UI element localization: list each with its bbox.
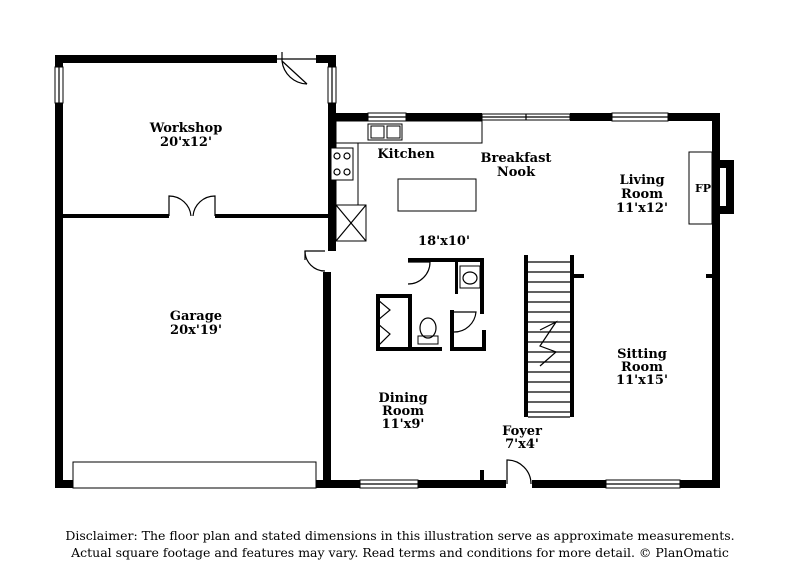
kitchen-fixtures xyxy=(330,120,483,242)
disclaimer-line-2: Actual square footage and features may v… xyxy=(71,545,729,560)
staircase xyxy=(528,261,570,418)
kitchen-island xyxy=(397,178,477,212)
interior-walls xyxy=(63,214,716,482)
windows xyxy=(54,66,681,489)
breakfast-nook-line1: Breakfast xyxy=(481,151,552,166)
sitting-room-line1: Sitting xyxy=(617,347,667,362)
garage-dims: 20x'19' xyxy=(170,323,222,338)
garage-name: Garage xyxy=(170,309,222,324)
dining-room-line2: Room xyxy=(382,404,424,419)
kitchen-area-dims: 18'x10' xyxy=(418,234,470,249)
living-room-line2: Room xyxy=(621,187,663,202)
garage-door xyxy=(72,461,317,489)
foyer-name: Foyer xyxy=(502,424,542,439)
sitting-room-dims: 11'x15' xyxy=(616,373,668,388)
room-labels: Workshop 20'x12' Garage 20x'19' Kitchen … xyxy=(149,121,711,452)
doors xyxy=(168,52,532,485)
workshop-dims: 20'x12' xyxy=(160,135,212,150)
foyer-dims: 7'x4' xyxy=(505,437,539,452)
fireplace-hearth xyxy=(688,151,713,225)
living-room-dims: 11'x12' xyxy=(616,201,668,216)
dining-room-line1: Dining xyxy=(378,391,427,406)
bath-fixtures xyxy=(417,265,481,345)
workshop-name: Workshop xyxy=(149,121,223,136)
breakfast-nook-line2: Nook xyxy=(497,165,536,180)
sitting-room-line2: Room xyxy=(621,360,663,375)
fireplace-label: FP xyxy=(695,182,711,195)
kitchen-name: Kitchen xyxy=(377,147,435,162)
dining-room-dims: 11'x9' xyxy=(382,417,425,432)
living-room-line1: Living xyxy=(619,173,664,188)
disclaimer-line-1: Disclaimer: The floor plan and stated di… xyxy=(65,528,735,543)
